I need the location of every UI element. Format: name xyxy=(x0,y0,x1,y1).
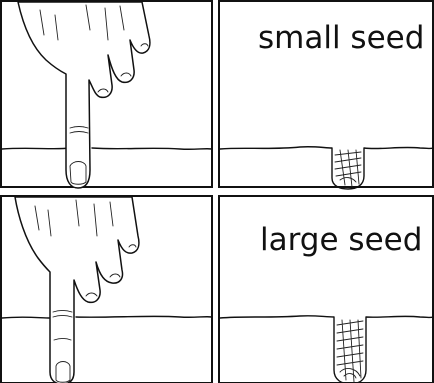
hand-drawing xyxy=(15,197,139,383)
soil-line xyxy=(220,316,433,383)
panel-caption: small seed xyxy=(258,20,424,56)
soil-line xyxy=(2,316,212,318)
panel-large-hole: large seed xyxy=(219,196,433,383)
panel-small-hole: small seed xyxy=(219,1,433,189)
hole-hatching xyxy=(337,320,363,382)
panel-caption: large seed xyxy=(260,222,422,258)
panel-small-finger xyxy=(1,1,212,188)
soil-line xyxy=(2,148,212,149)
hole-hatching xyxy=(335,150,361,187)
panel-large-finger xyxy=(1,196,212,383)
hand-drawing xyxy=(18,2,150,188)
soil-line xyxy=(220,147,433,189)
